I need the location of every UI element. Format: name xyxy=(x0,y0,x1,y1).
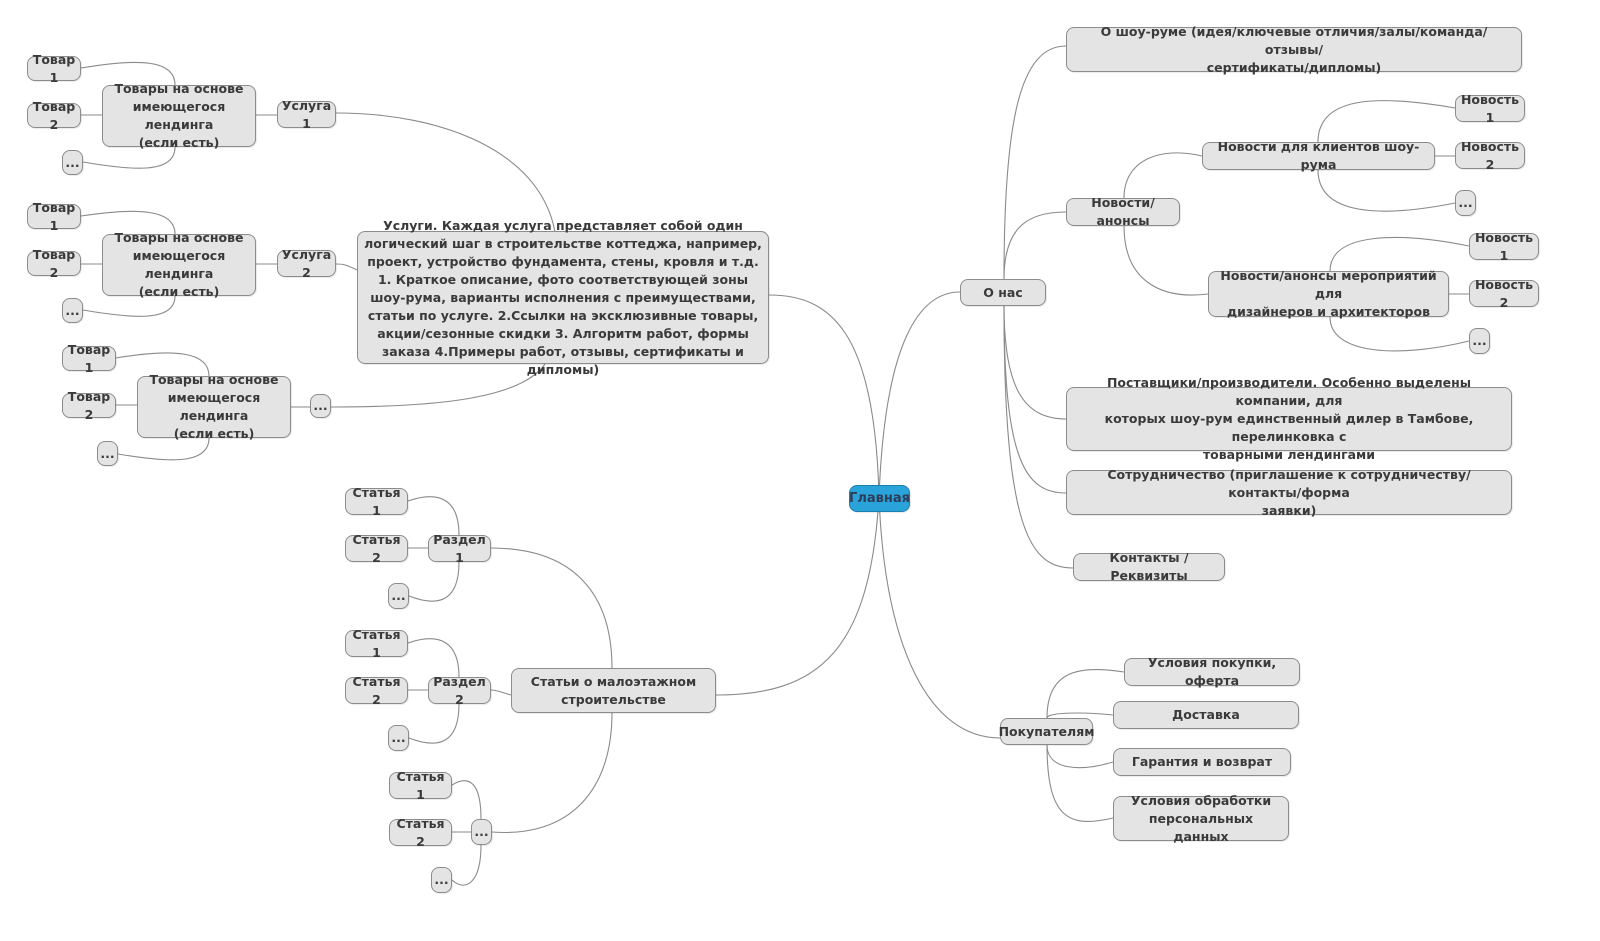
connector-line xyxy=(407,638,460,678)
connector-line xyxy=(1003,305,1067,420)
node-personal-data[interactable]: Условия обработки персональных данных xyxy=(1113,793,1289,844)
connector-line xyxy=(330,363,546,408)
node-section-more[interactable]: ... xyxy=(471,819,492,845)
node-item-1[interactable]: Товар 1 xyxy=(27,200,81,233)
connector-line xyxy=(1123,152,1203,199)
node-purchase-terms[interactable]: Условия покупки, оферта xyxy=(1124,655,1300,688)
node-item-more[interactable]: ... xyxy=(97,441,118,466)
node-cooperation[interactable]: Сотрудничество (приглашение к сотрудниче… xyxy=(1066,467,1512,518)
node-delivery[interactable]: Доставка xyxy=(1113,701,1299,729)
node-article-1[interactable]: Статья 1 xyxy=(345,485,408,518)
connector-line xyxy=(1003,211,1067,280)
connector-line xyxy=(335,263,358,271)
connector-line xyxy=(115,352,210,377)
connector-line xyxy=(335,112,556,233)
node-news-item-more[interactable]: ... xyxy=(1469,328,1490,354)
node-section-1[interactable]: Раздел 1 xyxy=(428,532,491,565)
connector-line xyxy=(878,291,961,498)
node-buyers[interactable]: Покупателям xyxy=(999,718,1094,745)
connector-line xyxy=(1329,236,1470,272)
node-article-1[interactable]: Статья 1 xyxy=(389,769,452,802)
node-item-2[interactable]: Товар 2 xyxy=(27,99,81,132)
connector-line xyxy=(82,295,176,317)
connector-line xyxy=(82,146,176,169)
node-article-2[interactable]: Статья 2 xyxy=(389,816,452,849)
node-news-item-1[interactable]: Новость 1 xyxy=(1469,230,1539,263)
node-goods-service-2[interactable]: Товары на основе имеющегося лендинга (ес… xyxy=(102,230,256,299)
node-news-item-2[interactable]: Новость 2 xyxy=(1455,139,1525,172)
connector-line xyxy=(1003,305,1074,569)
node-item-2[interactable]: Товар 2 xyxy=(62,389,116,422)
node-item-more[interactable]: ... xyxy=(62,150,83,175)
node-article-1[interactable]: Статья 1 xyxy=(345,627,408,660)
node-goods-service-more[interactable]: Товары на основе имеющегося лендинга (ес… xyxy=(137,372,291,441)
connector-line xyxy=(1003,45,1067,280)
node-article-more[interactable]: ... xyxy=(431,867,452,893)
node-warranty[interactable]: Гарантия и возврат xyxy=(1113,748,1291,776)
node-showroom[interactable]: О шоу-руме (идея/ключевые отличия/залы/к… xyxy=(1066,24,1522,75)
node-suppliers[interactable]: Поставщики/производители. Особенно выдел… xyxy=(1066,375,1512,462)
connector-line xyxy=(1329,316,1470,352)
node-item-1[interactable]: Товар 1 xyxy=(62,342,116,375)
connector-line xyxy=(1046,744,1114,769)
node-news-designers[interactable]: Новости/анонсы мероприятий для дизайнеро… xyxy=(1208,268,1449,319)
node-news[interactable]: Новости/анонсы xyxy=(1066,195,1180,228)
node-news-item-1[interactable]: Новость 1 xyxy=(1455,92,1525,125)
node-service-more[interactable]: ... xyxy=(310,394,331,418)
connector-line xyxy=(878,496,1001,739)
node-service-2[interactable]: Услуга 2 xyxy=(277,247,336,280)
connector-line xyxy=(490,689,512,696)
connector-line xyxy=(1123,225,1209,296)
connector-line xyxy=(408,561,460,602)
connector-line xyxy=(1317,100,1456,143)
connector-line xyxy=(491,712,613,834)
node-articles[interactable]: Статьи о малоэтажном строительстве xyxy=(511,668,716,713)
connector-line xyxy=(80,61,176,86)
node-article-2[interactable]: Статья 2 xyxy=(345,674,408,707)
node-service-1[interactable]: Услуга 1 xyxy=(277,98,336,131)
node-news-item-2[interactable]: Новость 2 xyxy=(1469,277,1539,310)
connector-line xyxy=(451,844,482,886)
connector-line xyxy=(768,294,880,498)
node-article-more[interactable]: ... xyxy=(388,583,409,609)
connector-line xyxy=(117,437,210,461)
node-about[interactable]: О нас xyxy=(960,279,1046,306)
node-services[interactable]: Услуги. Каждая услуга представляет собой… xyxy=(357,218,769,377)
node-item-more[interactable]: ... xyxy=(62,298,83,323)
node-goods-service-1[interactable]: Товары на основе имеющегося лендинга (ес… xyxy=(102,81,256,150)
connector-line xyxy=(407,496,460,536)
node-news-item-more[interactable]: ... xyxy=(1455,190,1476,216)
node-section-2[interactable]: Раздел 2 xyxy=(428,674,491,707)
node-news-clients[interactable]: Новости для клиентов шоу-рума xyxy=(1202,139,1435,172)
node-home[interactable]: Главная xyxy=(849,485,910,512)
connector-line xyxy=(1046,668,1125,719)
node-item-2[interactable]: Товар 2 xyxy=(27,247,81,280)
node-item-1[interactable]: Товар 1 xyxy=(27,52,81,85)
connector-line xyxy=(490,547,613,669)
node-article-2[interactable]: Статья 2 xyxy=(345,532,408,565)
connector-line xyxy=(80,210,176,235)
connector-line xyxy=(1003,305,1067,494)
connector-line xyxy=(408,703,460,744)
connector-line xyxy=(1317,169,1456,212)
node-contacts[interactable]: Контакты / Реквизиты xyxy=(1073,550,1225,583)
connector-line xyxy=(1046,712,1114,719)
node-article-more[interactable]: ... xyxy=(388,725,409,751)
connector-line xyxy=(715,496,880,696)
connector-line xyxy=(451,780,482,820)
connector-line xyxy=(1046,744,1114,822)
